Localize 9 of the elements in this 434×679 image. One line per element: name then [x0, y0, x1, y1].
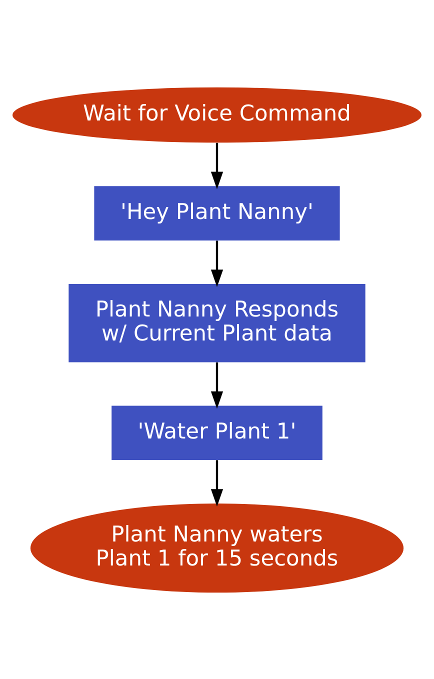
arrow: [210, 362, 224, 408]
arrow: [210, 240, 224, 287]
node-box: 'Hey Plant Nanny': [94, 186, 340, 240]
node-box: 'Water Plant 1': [112, 405, 322, 460]
arrow: [210, 142, 224, 189]
node-box: Plant Nanny Responds w/ Current Plant data: [68, 283, 366, 362]
arrow: [210, 460, 224, 506]
node-ellipse: Wait for Voice Command: [12, 86, 422, 142]
node-ellipse: Plant Nanny waters Plant 1 for 15 seconds: [30, 503, 404, 592]
